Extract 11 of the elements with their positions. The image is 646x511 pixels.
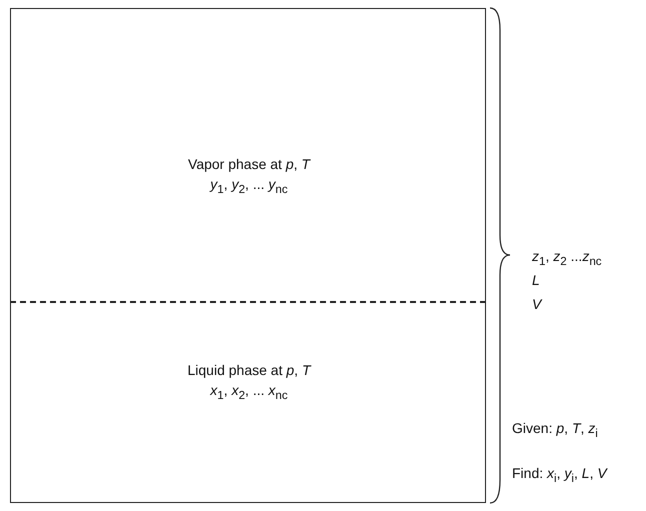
mole-fraction-list: z$_{1}$, z$_{2}$ ...z$_{nc}$ bbox=[532, 248, 602, 268]
variable-label: V bbox=[532, 296, 542, 312]
mole-fraction-list: y$_{1}$, y$_{2}$, ... y$_{nc}$ bbox=[210, 176, 288, 196]
variable-label: L bbox=[532, 272, 540, 288]
liquid-phase-region bbox=[10, 303, 486, 503]
find-note: Find: x$_{i}$, y$_{i}$, L, V bbox=[512, 465, 607, 485]
vapor-phase-region bbox=[10, 8, 486, 303]
given-note: Given: p, T, z$_{i}$ bbox=[512, 420, 598, 440]
phase-label: Vapor phase at p, T bbox=[188, 156, 310, 172]
phase-label: Liquid phase at p, T bbox=[188, 362, 310, 378]
mole-fraction-list: x$_{1}$, x$_{2}$, ... x$_{nc}$ bbox=[210, 382, 288, 402]
